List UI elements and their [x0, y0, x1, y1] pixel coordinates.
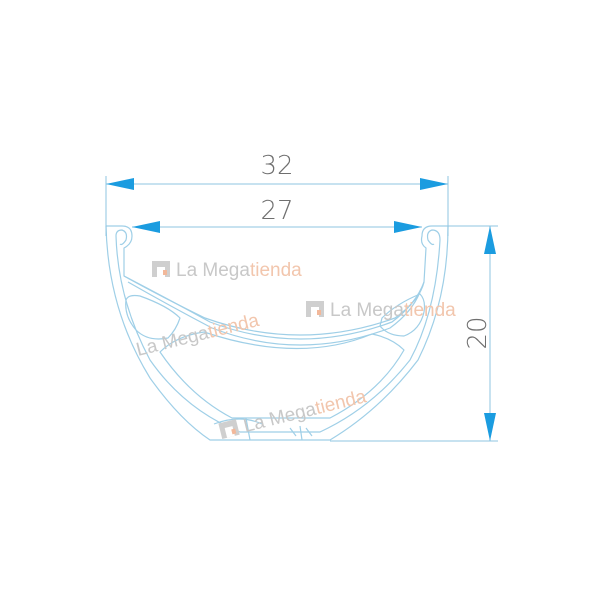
watermark-2: La Megatienda: [306, 300, 456, 321]
rim-main-chamber: [159, 331, 405, 419]
watermark-1: La Megatienda: [152, 260, 302, 281]
arrow-height-bottom: [484, 413, 496, 441]
svg-text:La Megatienda: La Megatienda: [134, 310, 261, 361]
svg-text:La Megatienda: La Megatienda: [176, 260, 302, 281]
rim-bed-inner: [127, 281, 421, 346]
svg-text:La Megatienda: La Megatienda: [330, 300, 456, 321]
rim-right-chamber: [379, 293, 426, 337]
outer-width-label: 32: [260, 151, 293, 181]
rim-tyre-bed: [123, 275, 425, 340]
dimension-arrows: [106, 178, 496, 441]
arrow-inner-left: [132, 221, 160, 233]
rim-left-hook: [115, 229, 128, 246]
dimension-lines: [105, 176, 498, 442]
watermark-4: La Megatienda: [218, 386, 369, 439]
rim-left-chamber: [125, 294, 181, 340]
inner-width-label: 27: [260, 196, 293, 226]
rim-profile: [105, 225, 449, 441]
svg-text:La Megatienda: La Megatienda: [241, 386, 368, 437]
arrow-height-top: [484, 226, 496, 254]
arrow-outer-right: [420, 178, 448, 190]
rim-inner-wall: [115, 235, 441, 433]
arrow-inner-right: [394, 221, 422, 233]
rim-right-hook: [426, 229, 441, 246]
rim-spoke-bed: [213, 417, 313, 441]
arrow-outer-left: [106, 178, 134, 190]
watermark-logo-icon: [306, 301, 324, 317]
watermark-logo-icon: [152, 261, 170, 277]
height-label: 20: [463, 316, 493, 349]
watermark-3: La Megatienda: [134, 310, 261, 361]
